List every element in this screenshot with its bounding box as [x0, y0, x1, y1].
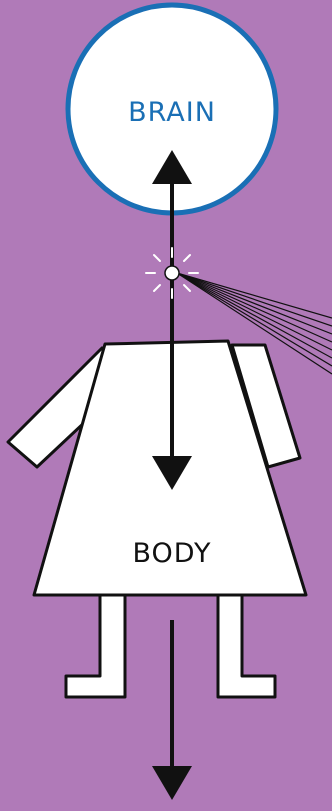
output-arrow-head: [152, 766, 192, 800]
left-leg: [66, 595, 125, 697]
right-leg: [218, 595, 275, 697]
brain-label: BRAIN: [128, 97, 216, 128]
junction-node: [165, 266, 179, 280]
body-label: BODY: [132, 538, 211, 569]
